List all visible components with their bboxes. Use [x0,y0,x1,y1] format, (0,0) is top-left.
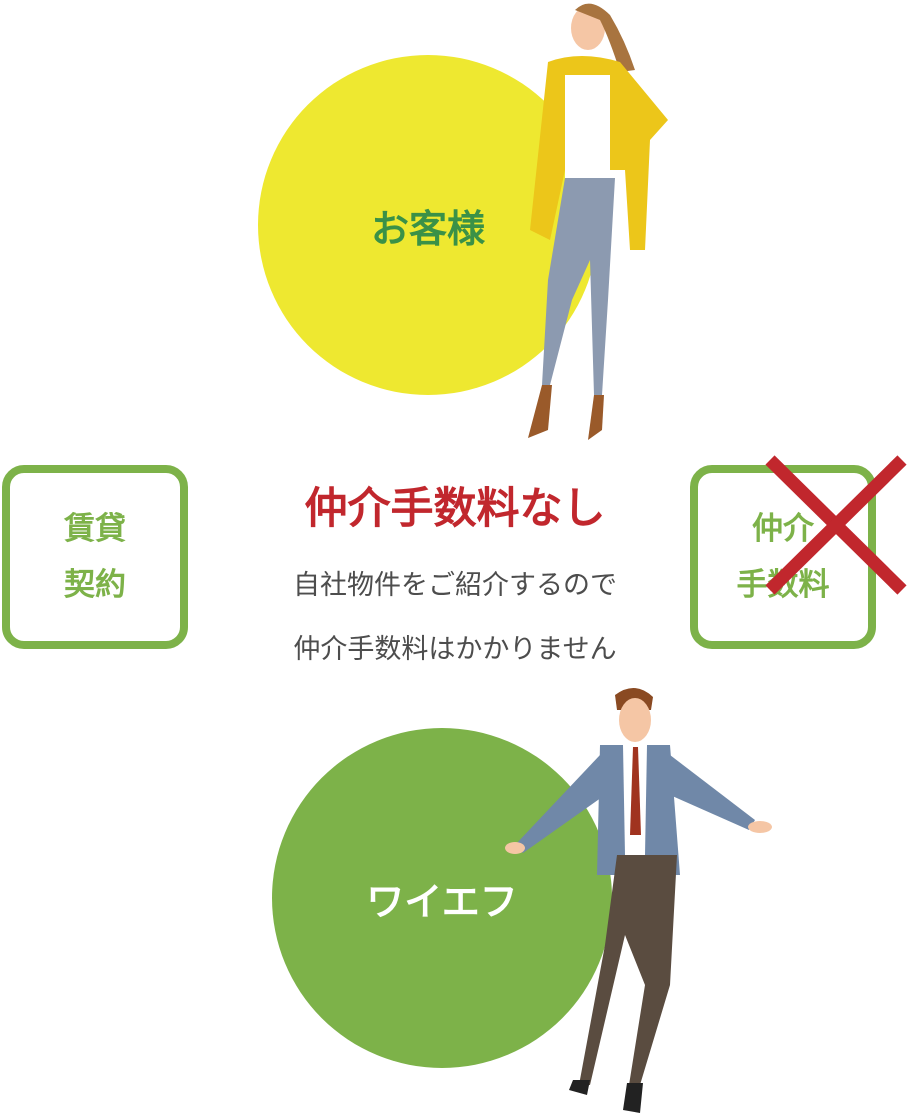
cross-mark-icon [765,455,907,595]
man-illustration [505,687,772,1113]
company-label: ワイエフ [366,879,518,924]
rental-contract-line1: 賃貸 [64,511,126,547]
brokerage-fee-line1: 仲介 [752,511,814,547]
subtitle-line1: 自社物件をご紹介するので [293,570,617,601]
rental-contract-line2: 契約 [64,567,126,603]
rental-contract-box: 賃貸 契約 [2,465,188,649]
company-circle: ワイエフ [272,728,612,1068]
subtitle-line2: 仲介手数料はかかりません [293,634,617,665]
woman-illustration [528,3,668,440]
no-brokerage-fee-title: 仲介手数料なし [304,484,606,534]
customer-label: お客様 [370,206,485,251]
